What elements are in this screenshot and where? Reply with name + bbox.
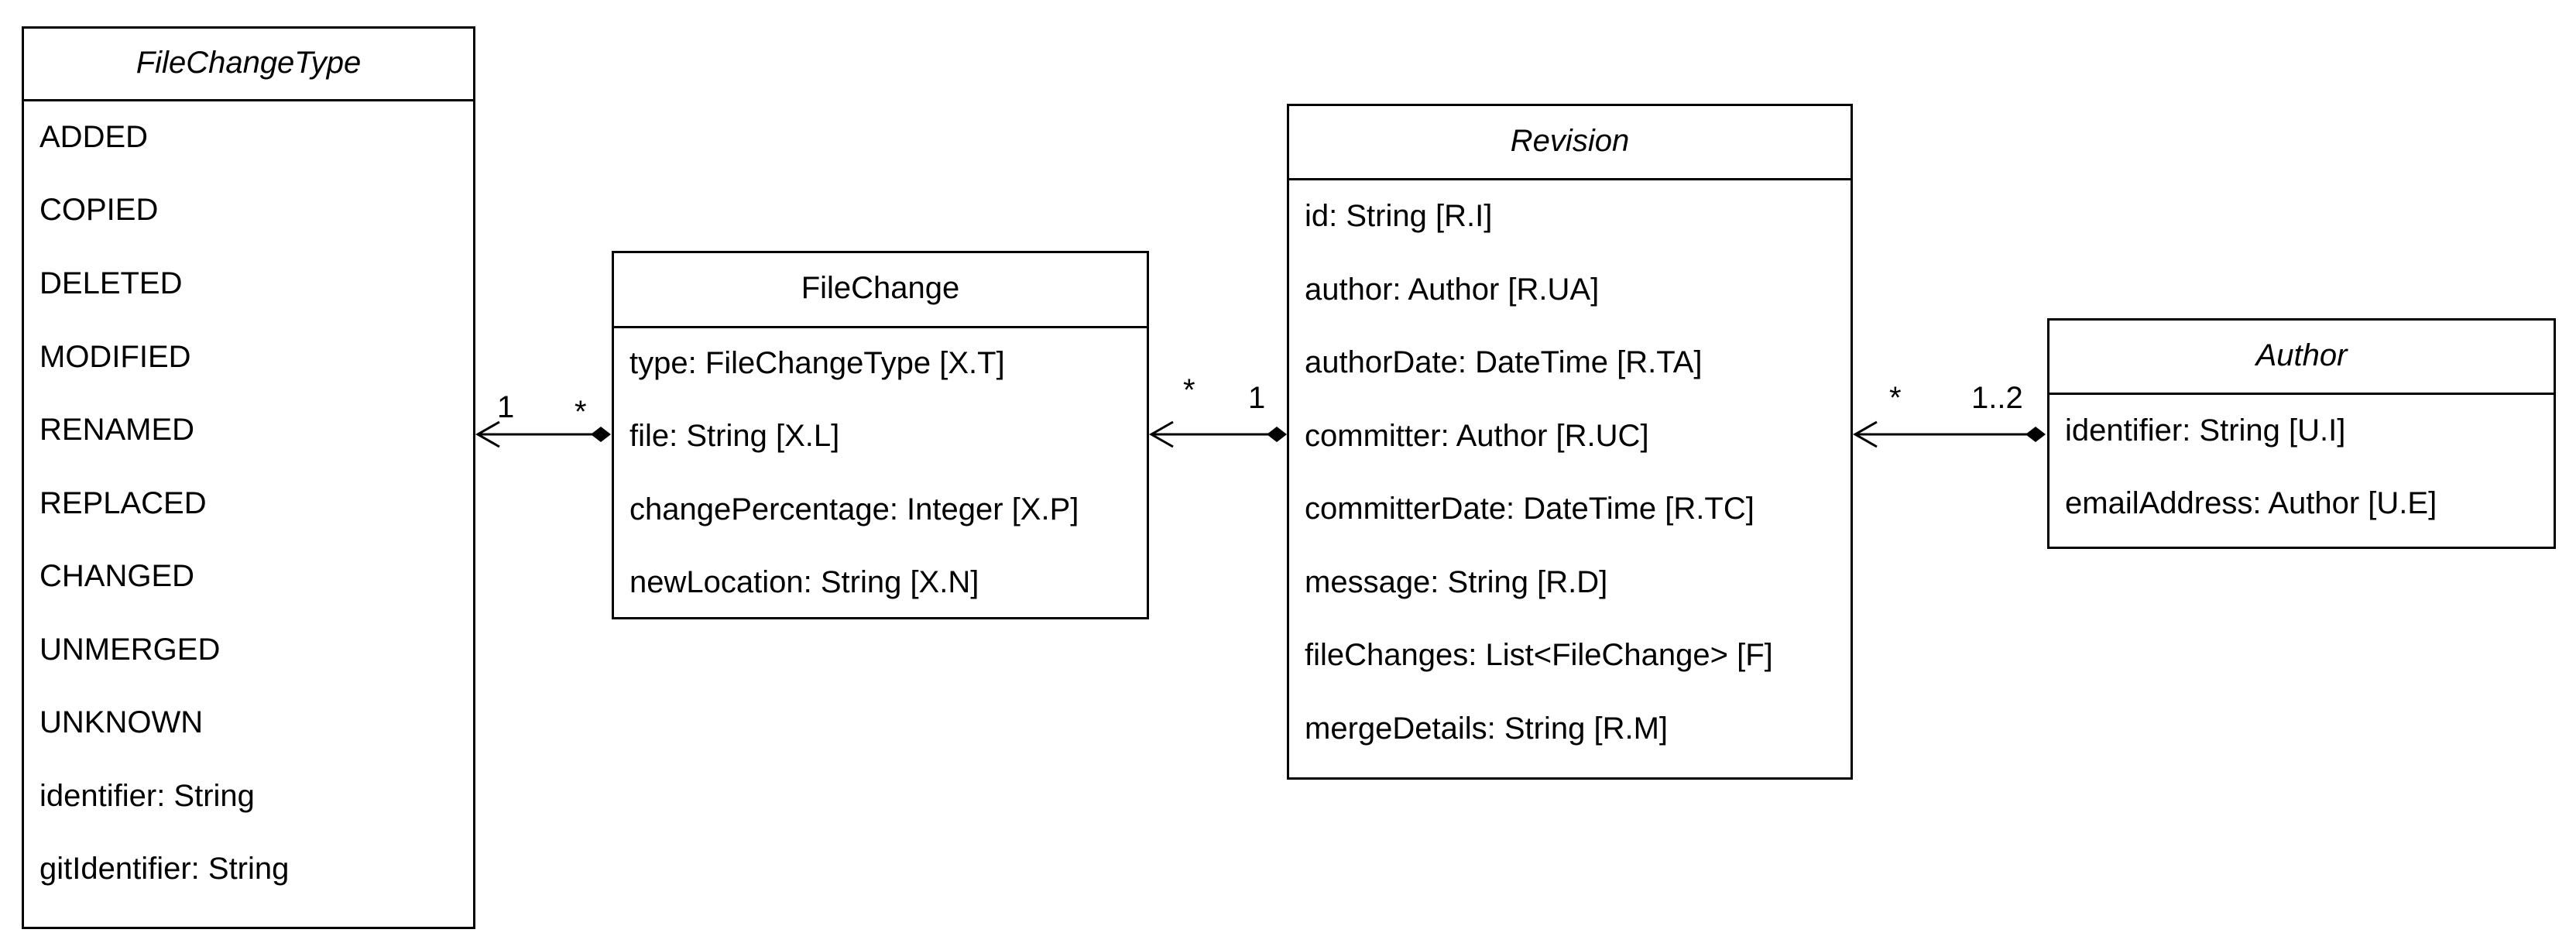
attribute-git-identifier: gitIdentifier: String: [39, 852, 290, 886]
enum-value-replaced: REPLACED: [39, 486, 207, 520]
association-revision-filechange: * 1: [1148, 373, 1287, 448]
attribute-identifier: identifier: String: [39, 779, 255, 813]
attribute-merge-details: mergeDetails: String [R.M]: [1305, 712, 1669, 746]
open-arrow-icon: [1148, 420, 1174, 448]
attribute-change-percentage: changePercentage: Integer [X.P]: [629, 492, 1079, 526]
attribute-author-date: authorDate: DateTime [R.TA]: [1305, 345, 1703, 379]
class-revision: Revision id: String [R.I] author: Author…: [1287, 104, 1853, 780]
attribute-message: message: String [R.D]: [1305, 565, 1608, 599]
class-name-filechangetype: FileChangeType: [24, 29, 473, 101]
multiplicity-label: *: [1183, 373, 1195, 407]
association-author-revision: * 1..2: [1852, 381, 2046, 448]
class-name-author: Author: [2049, 321, 2554, 395]
multiplicity-label: 1: [1248, 381, 1265, 415]
class-name-filechange: FileChange: [614, 253, 1147, 328]
composition-diamond-icon: [591, 427, 611, 442]
enum-value-changed: CHANGED: [39, 559, 195, 593]
attribute-id: id: String [R.I]: [1305, 199, 1493, 233]
enum-value-copied: COPIED: [39, 193, 159, 227]
enum-value-modified: MODIFIED: [39, 340, 191, 374]
attribute-author: author: Author [R.UA]: [1305, 273, 1600, 307]
class-filechange: FileChange type: FileChangeType [X.T] fi…: [612, 251, 1149, 619]
attribute-committer: committer: Author [R.UC]: [1305, 419, 1649, 453]
enum-value-deleted: DELETED: [39, 266, 183, 300]
association-filechange-filechangetype: 1 *: [475, 390, 611, 448]
attribute-file: file: String [X.L]: [629, 419, 840, 453]
open-arrow-icon: [475, 420, 500, 448]
attribute-email-address: emailAddress: Author [U.E]: [2065, 486, 2437, 520]
enum-value-unknown: UNKNOWN: [39, 705, 204, 739]
open-arrow-icon: [1852, 420, 1878, 448]
attribute-file-changes: fileChanges: List<FileChange> [F]: [1305, 638, 1773, 672]
class-name-revision: Revision: [1289, 106, 1851, 180]
enum-value-added: ADDED: [39, 120, 149, 154]
multiplicity-label: *: [575, 395, 587, 429]
attribute-identifier: identifier: String [U.I]: [2065, 413, 2346, 448]
attribute-type: type: FileChangeType [X.T]: [629, 346, 1005, 380]
multiplicity-label: 1: [497, 390, 514, 424]
enum-value-renamed: RENAMED: [39, 413, 195, 447]
multiplicity-label: *: [1889, 381, 1902, 415]
attribute-committer-date: committerDate: DateTime [R.TC]: [1305, 492, 1754, 526]
composition-diamond-icon: [1267, 427, 1287, 442]
attribute-new-location: newLocation: String [X.N]: [629, 565, 979, 599]
class-author: Author identifier: String [U.I] emailAdd…: [2047, 318, 2556, 549]
enum-value-unmerged: UNMERGED: [39, 633, 221, 667]
composition-diamond-icon: [2025, 427, 2046, 442]
multiplicity-label: 1..2: [1971, 381, 2023, 415]
class-filechangetype: FileChangeType ADDED COPIED DELETED MODI…: [22, 26, 475, 929]
